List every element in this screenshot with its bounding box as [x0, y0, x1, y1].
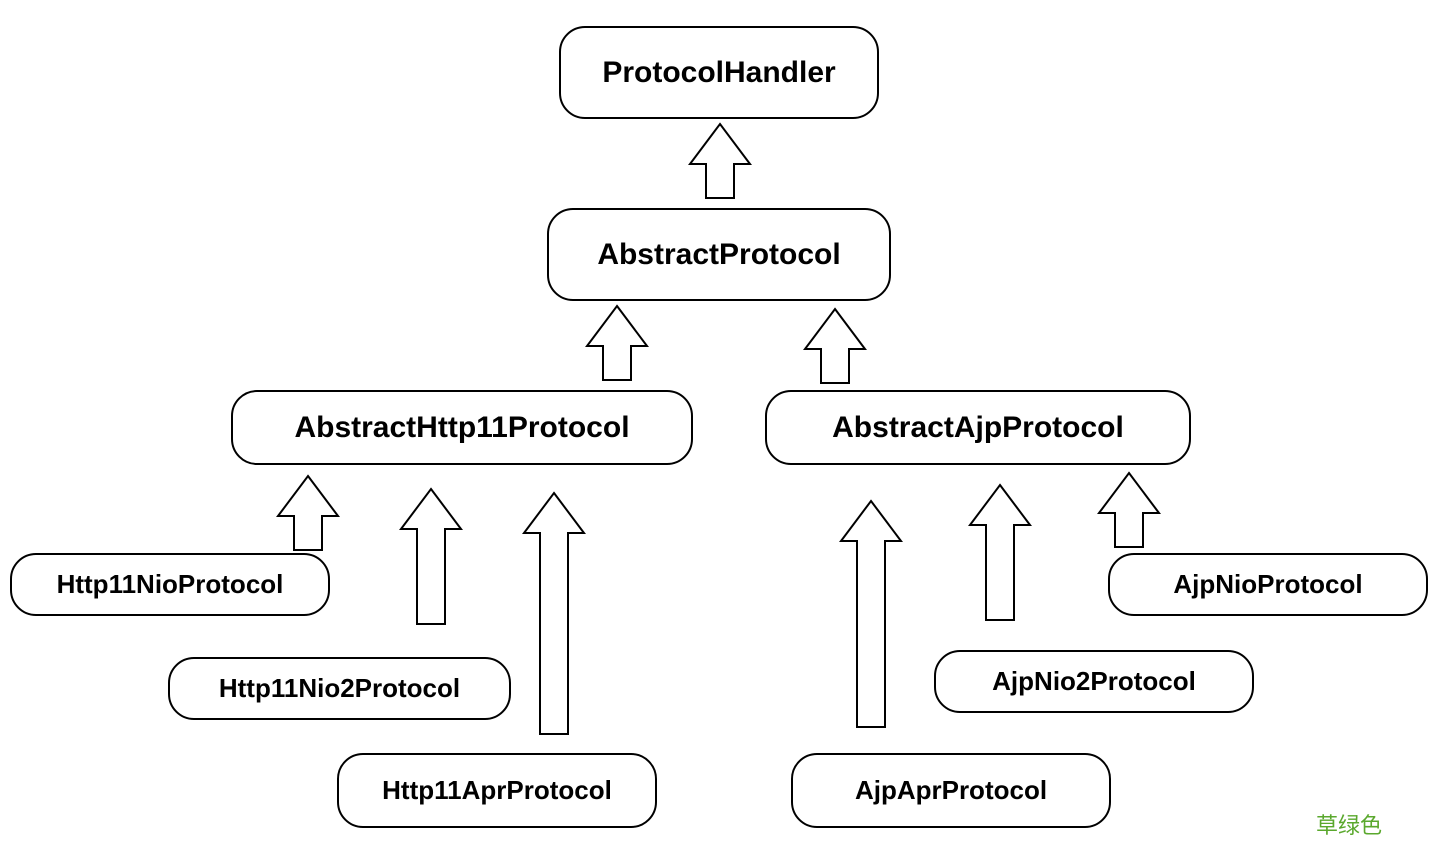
- node-http11-nio2-protocol-label: Http11Nio2Protocol: [218, 673, 461, 703]
- arrow-abstract-http11-to-abstract-protocol: [585, 304, 649, 381]
- arrow-abstract-protocol-to-protocol-handler: [688, 122, 752, 199]
- node-http11-nio-protocol-label: Http11NioProtocol: [56, 569, 284, 599]
- node-ajp-nio2-protocol-label: AjpNio2Protocol: [992, 666, 1196, 696]
- arrow-ajp-apr-to-abstract-ajp: [839, 499, 903, 728]
- arrow-http11-apr-to-abstract-http11: [522, 491, 586, 735]
- node-http11-nio2-protocol: Http11Nio2Protocol: [168, 657, 511, 720]
- node-protocol-handler-label: ProtocolHandler: [602, 55, 836, 89]
- watermark-text: 草绿色: [1316, 814, 1383, 839]
- node-abstract-ajp-protocol: AbstractAjpProtocol: [765, 390, 1191, 465]
- node-abstract-protocol: AbstractProtocol: [547, 208, 891, 301]
- node-http11-apr-protocol: Http11AprProtocol: [337, 753, 657, 828]
- node-ajp-nio-protocol-label: AjpNioProtocol: [1173, 569, 1363, 599]
- node-http11-nio-protocol: Http11NioProtocol: [10, 553, 330, 616]
- arrow-http11-nio2-to-abstract-http11: [399, 487, 463, 625]
- node-abstract-protocol-label: AbstractProtocol: [597, 237, 841, 271]
- arrow-abstract-ajp-to-abstract-protocol: [803, 307, 867, 384]
- node-abstract-http11-protocol: AbstractHttp11Protocol: [231, 390, 693, 465]
- arrow-http11-nio-to-abstract-http11: [276, 474, 340, 551]
- arrow-ajp-nio2-to-abstract-ajp: [968, 483, 1032, 621]
- node-http11-apr-protocol-label: Http11AprProtocol: [382, 775, 612, 805]
- node-ajp-apr-protocol-label: AjpAprProtocol: [854, 775, 1048, 805]
- arrow-ajp-nio-to-abstract-ajp: [1097, 471, 1161, 548]
- node-protocol-handler: ProtocolHandler: [559, 26, 879, 119]
- node-abstract-http11-protocol-label: AbstractHttp11Protocol: [294, 410, 630, 444]
- node-abstract-ajp-protocol-label: AbstractAjpProtocol: [832, 410, 1124, 444]
- node-ajp-nio2-protocol: AjpNio2Protocol: [934, 650, 1254, 713]
- node-ajp-nio-protocol: AjpNioProtocol: [1108, 553, 1428, 616]
- node-ajp-apr-protocol: AjpAprProtocol: [791, 753, 1111, 828]
